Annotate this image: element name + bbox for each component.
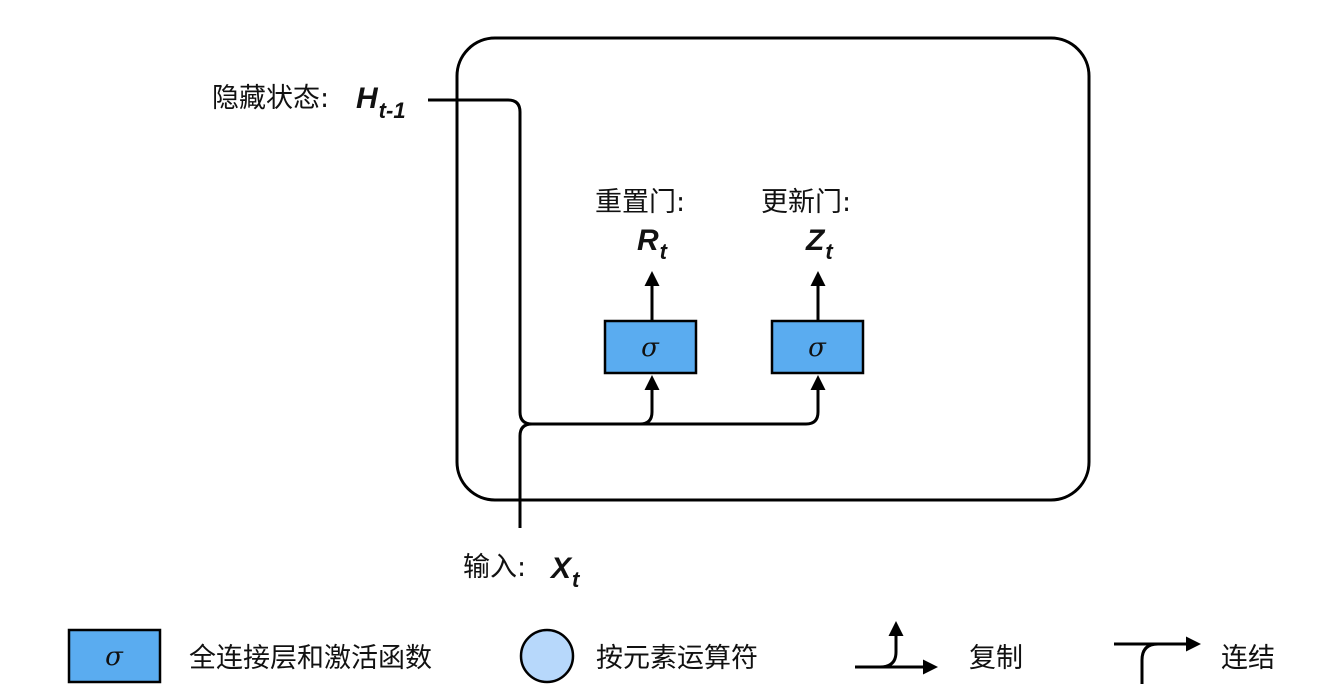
legend-fc-sigma: σ	[105, 642, 124, 672]
legend-fc-box	[67, 628, 162, 684]
hidden-state-var: Ht-1	[356, 82, 406, 123]
legend-fc-label: 全连接层和激活函数	[189, 643, 432, 674]
update-gate-var: Zt	[805, 224, 834, 264]
gru-cell-frame	[455, 36, 1091, 502]
legend-elementwise-circle	[519, 628, 575, 684]
legend-copy-branch	[879, 621, 904, 669]
hidden-state-line	[428, 98, 660, 426]
legend-copy-label: 复制	[969, 643, 1023, 674]
update-gate-label: 更新门:	[761, 187, 851, 218]
reset-gate-label: 重置门:	[595, 187, 685, 218]
reset-gate-box	[603, 319, 698, 375]
reset-gate-var: Rt	[637, 224, 669, 264]
legend-concat-branch	[1140, 642, 1159, 684]
update-gate-box	[770, 319, 865, 375]
update-gate-sigma: σ	[808, 333, 827, 363]
legend-concat-label: 连结	[1221, 643, 1275, 674]
input-var: Xt	[549, 552, 581, 592]
input-line	[518, 375, 826, 528]
input-label: 输入:	[463, 552, 526, 583]
legend-elementwise-label: 按元素运算符	[596, 643, 758, 674]
reset-gate-sigma: σ	[641, 333, 660, 363]
hidden-state-label: 隐藏状态:	[212, 83, 329, 114]
